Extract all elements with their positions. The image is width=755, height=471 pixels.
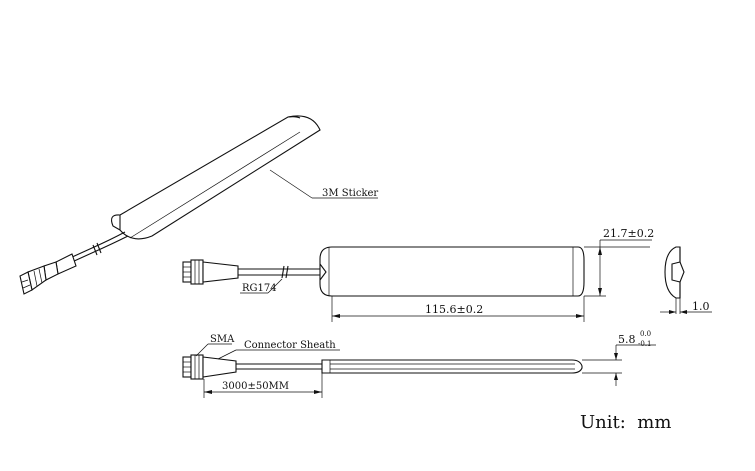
iso-cable (69, 231, 129, 263)
width-label: 21.7±0.2 (603, 227, 654, 240)
sma-leader (195, 343, 232, 357)
height-dimension (582, 344, 656, 386)
sheath-leader (217, 349, 340, 360)
sticker-label: 3M Sticker (322, 188, 378, 199)
end-view (660, 246, 712, 314)
sheath-label: Connector Sheath (244, 340, 336, 351)
width-dimension (584, 239, 652, 297)
iso-sma-connector (19, 253, 77, 295)
unit-label: Unit: mm (580, 412, 671, 433)
height-tol-upper: 0.0 (640, 330, 651, 338)
rg174-leader (240, 278, 283, 294)
top-view-sma (182, 259, 239, 285)
side-view-antenna (321, 359, 583, 374)
sticker-leader (269, 169, 378, 199)
top-view-cable (238, 265, 320, 279)
length-dimension (331, 296, 585, 322)
cable-length-dimension (203, 373, 323, 398)
height-tol-lower: -0.1 (638, 340, 652, 348)
rg174-label: RG174 (242, 283, 277, 294)
height-label: 5.8 (618, 333, 636, 346)
side-view-sma (182, 354, 237, 380)
cable-length-label: 3000±50MM (222, 381, 289, 392)
side-view-cable (236, 363, 322, 370)
sma-label: SMA (210, 334, 235, 345)
iso-antenna (111, 115, 321, 240)
length-label: 115.6±0.2 (425, 303, 483, 316)
top-view-antenna (319, 246, 585, 297)
thickness-label: 1.0 (692, 300, 710, 313)
